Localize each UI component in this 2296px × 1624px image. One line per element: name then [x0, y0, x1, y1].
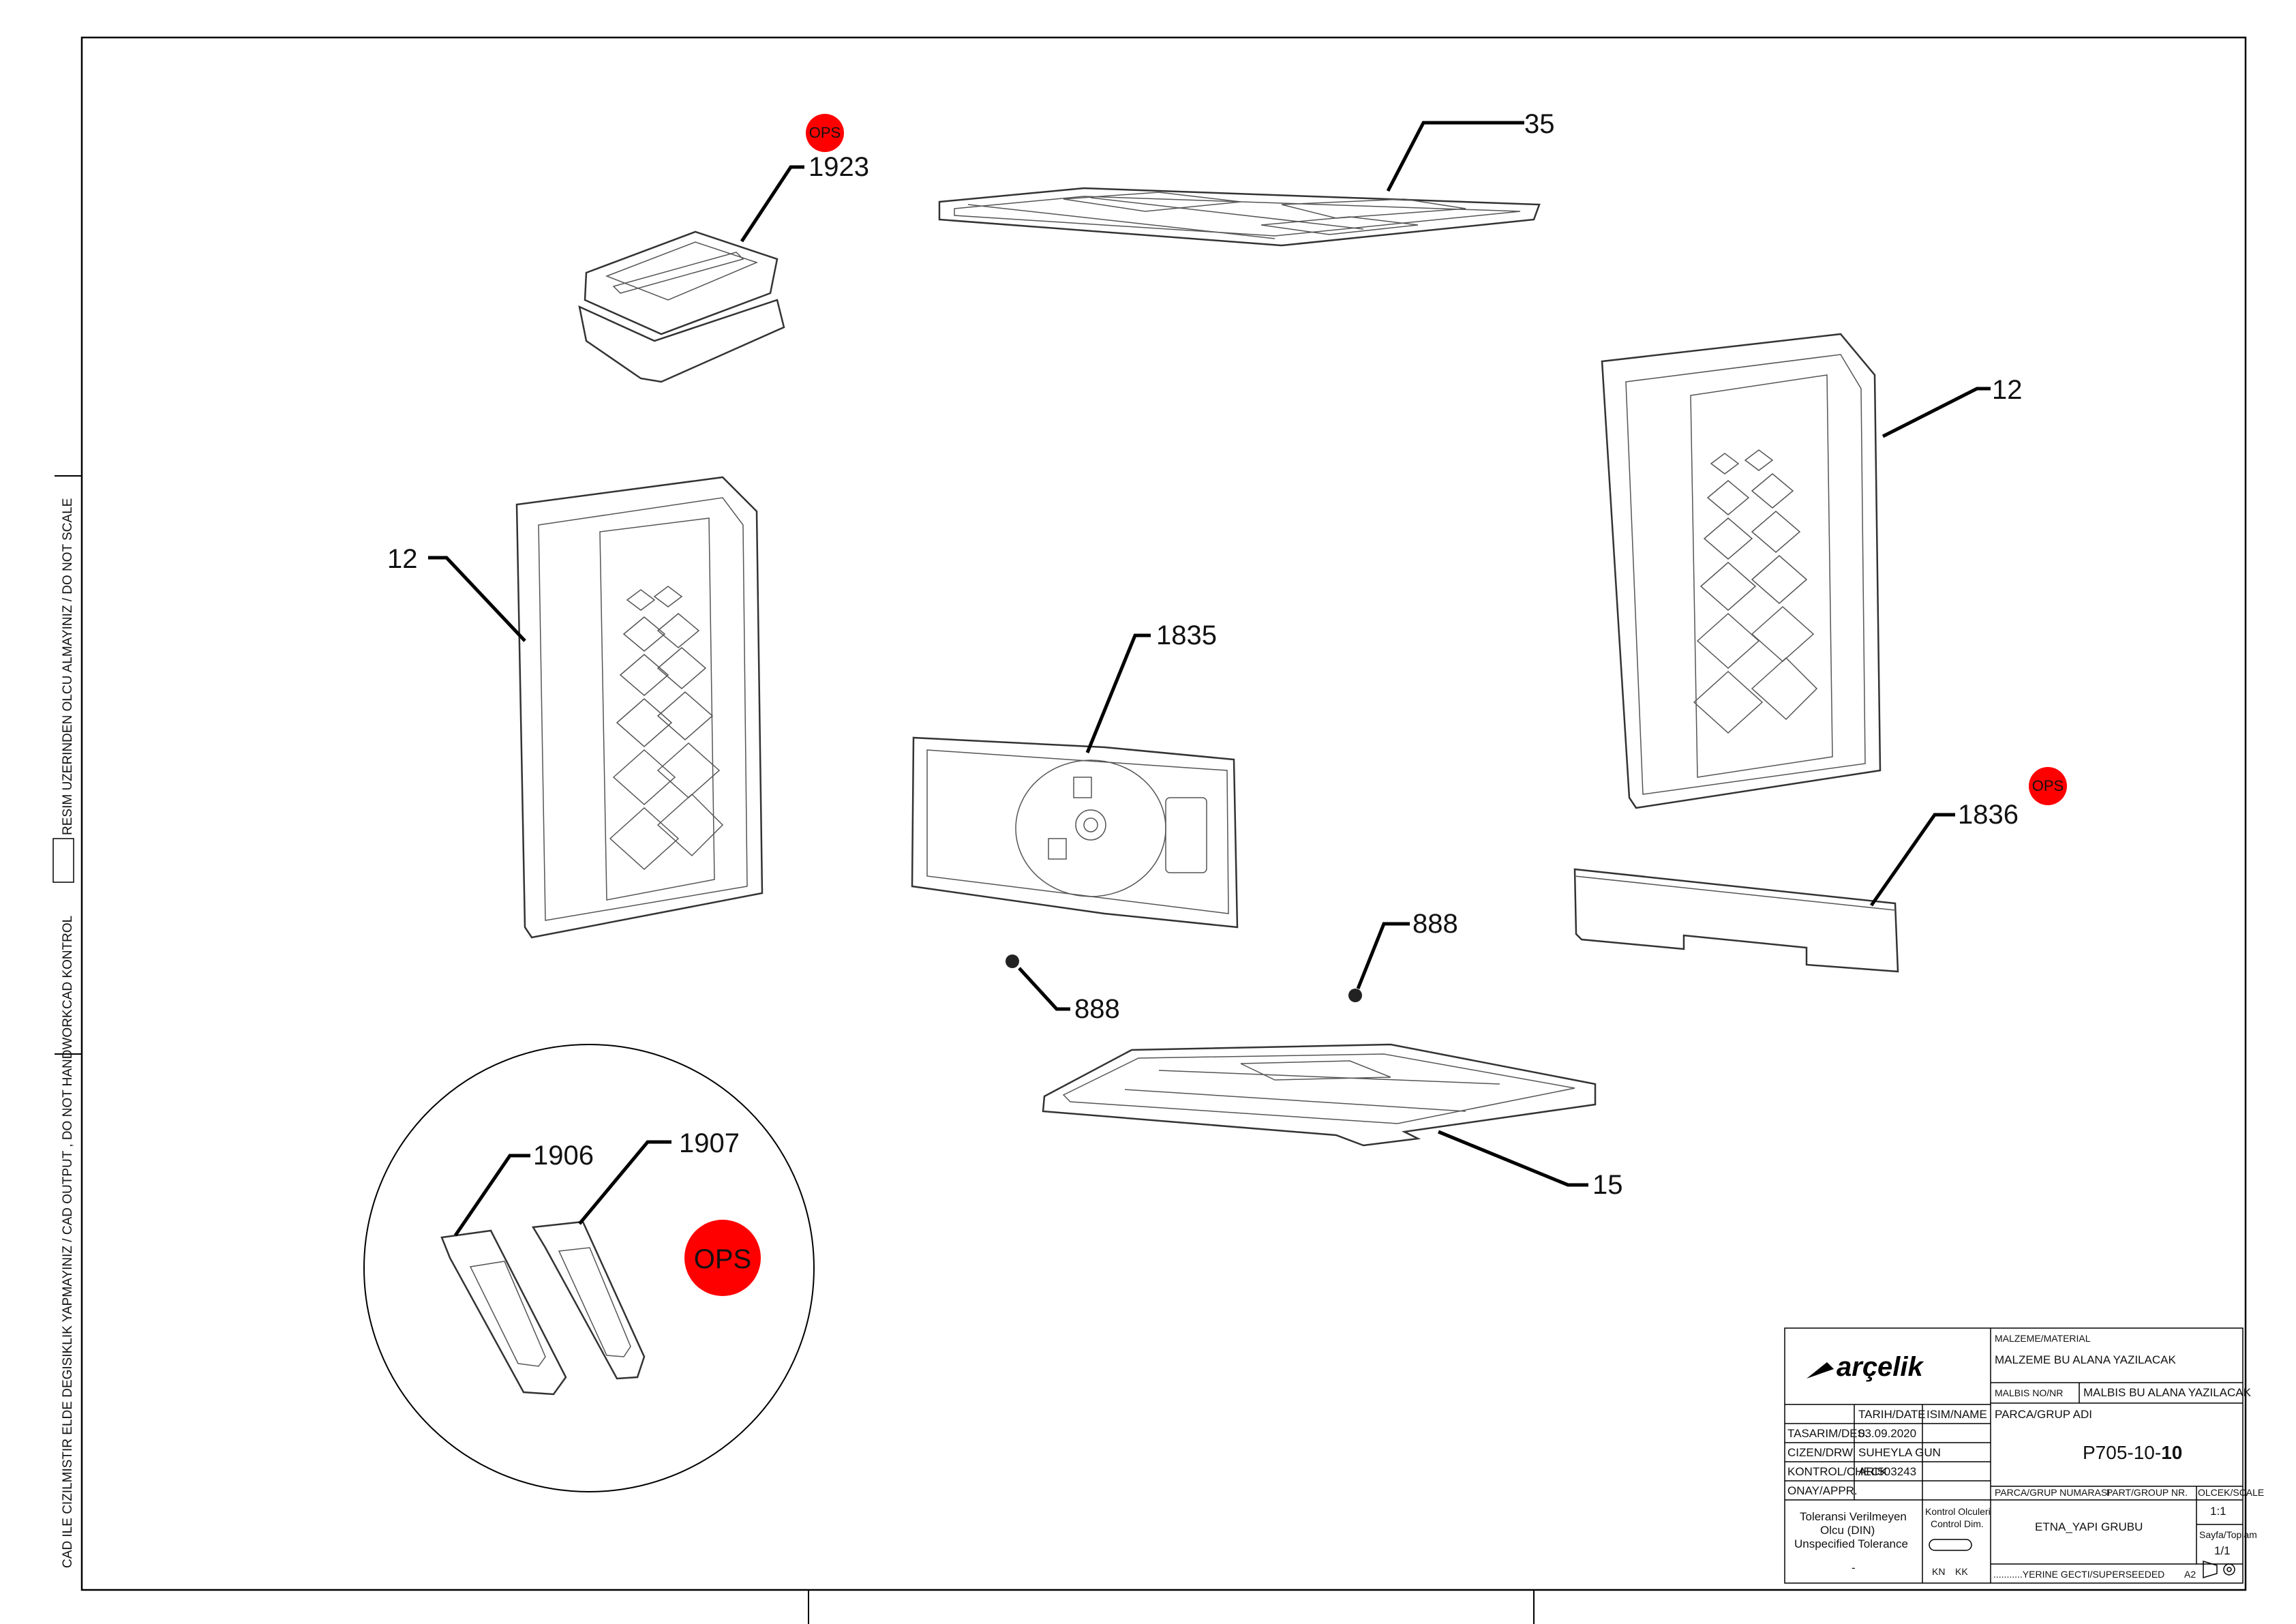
arcelik-logo: arçelik: [1807, 1352, 1924, 1382]
drawing-border: [80, 36, 2247, 1591]
tb-design-label: TASARIM/DES.: [1787, 1427, 1869, 1440]
tb-group-name: ETNA_YAPI GRUBU: [2035, 1520, 2143, 1533]
callout-15: 15: [1592, 1170, 1623, 1200]
tb-control-1: Kontrol Olculeri: [1925, 1506, 1991, 1517]
tb-malbis-value: MALBIS BU ALANA YAZILACAK: [2083, 1386, 2252, 1399]
leader-1835: [1085, 633, 1151, 753]
callout-1907: 1907: [679, 1128, 740, 1158]
bracket-1906-part: [440, 1229, 567, 1396]
tb-group-name-label: PARCA/GRUP ADI: [1995, 1408, 2092, 1421]
front-strip-part: [1573, 868, 1899, 973]
tb-part-group-label: PART/GROUP NR.: [2106, 1487, 2188, 1498]
tb-kk: KK: [1955, 1566, 1968, 1577]
side-note-do-not-handwork: CAD ILE CIZILMISTIR ELDE DEGISIKLIK YAPM…: [61, 1009, 75, 1568]
tb-check-label: KONTROL/CHECK: [1787, 1465, 1888, 1478]
leader-888-right: [1356, 922, 1410, 989]
tb-design-date: 03.09.2020: [1858, 1427, 1916, 1440]
tb-group-number-label: PARCA/GRUP NUMARASI: [1995, 1487, 2110, 1498]
leader-12-right: [1882, 387, 1991, 438]
callout-12-left: 12: [387, 544, 418, 574]
detail-circle: [363, 1044, 815, 1492]
tb-check-name: ARI503243: [1858, 1465, 1916, 1478]
callout-888-left: 888: [1074, 994, 1120, 1024]
screw-left-part: [1006, 954, 1019, 968]
leader-15: [1438, 1130, 1588, 1187]
projection-symbol-icon: [2203, 1560, 2235, 1579]
right-side-wall-part: [1601, 333, 1882, 809]
tb-kn: KN: [1932, 1566, 1945, 1577]
leader-12-left: [428, 556, 526, 642]
left-side-wall-part: [515, 476, 764, 939]
callout-35: 35: [1524, 109, 1555, 139]
tb-scale-value: 1:1: [2210, 1505, 2226, 1518]
bottom-panel-part: [1042, 1043, 1597, 1147]
tb-drawn-name: SUHEYLA GUN: [1858, 1446, 1941, 1459]
tb-date-header: TARIH/DATE: [1858, 1408, 1926, 1421]
tb-part-number: P705-10-10: [2083, 1442, 2182, 1463]
tb-malbis-label: MALBIS NO/NR: [1995, 1387, 2063, 1398]
tb-control-2: Control Dim.: [1931, 1518, 1984, 1529]
tb-superseded: ...........YERINE GECTI/SUPERSEEDED: [1993, 1569, 2164, 1580]
tb-tolerance-1: Toleransi Verilmeyen: [1800, 1510, 1907, 1523]
tb-sheet-label: Sayfa/Toplam: [2199, 1529, 2257, 1540]
ops-badge-1923: [806, 114, 844, 152]
ops-badge-brackets-text: OPS: [694, 1244, 751, 1274]
leader-1907: [578, 1140, 671, 1225]
callout-1923: 1923: [809, 152, 869, 182]
tb-material-label: MALZEME/MATERIAL: [1995, 1333, 2091, 1344]
tb-scale-label: OLCEK/SCALE: [2198, 1487, 2264, 1498]
ops-badge-1923-text: OPS: [809, 124, 841, 141]
callout-1835: 1835: [1156, 620, 1217, 650]
ops-badge-1836: [2029, 767, 2067, 805]
ops-badge-brackets: [684, 1220, 761, 1296]
leader-35: [1386, 121, 1524, 192]
callout-1906: 1906: [533, 1141, 594, 1171]
callout-888-right: 888: [1413, 909, 1458, 939]
top-panel-part: [938, 187, 1541, 247]
leader-1836: [1869, 813, 1955, 907]
leader-1923: [740, 165, 804, 243]
leader-888-left: [1018, 967, 1070, 1011]
tb-tolerance-3: Unspecified Tolerance: [1794, 1537, 1908, 1550]
tb-tolerance-2: Olcu (DIN): [1820, 1524, 1875, 1537]
side-note-cad-kontrol: CAD KONTROL: [61, 916, 75, 1009]
arcelik-logo-text: arçelik: [1837, 1352, 1924, 1382]
screw-right-part: [1348, 989, 1362, 1002]
tb-approval-label: ONAY/APPR.: [1787, 1484, 1858, 1497]
tb-drawn-label: CIZEN/DRW: [1787, 1446, 1853, 1459]
callout-1836: 1836: [1958, 800, 2019, 830]
tb-sheet-value: 1/1: [2214, 1544, 2231, 1557]
back-panel-part: [911, 736, 1239, 929]
callout-12-right: 12: [1992, 375, 2023, 405]
title-block: [1784, 1327, 2244, 1584]
leader-1906: [453, 1154, 530, 1237]
small-cover-part: [578, 230, 785, 383]
tb-material-value: MALZEME BU ALANA YAZILACAK: [1995, 1353, 2176, 1366]
ops-badge-1836-text: OPS: [2032, 777, 2064, 794]
side-note-do-not-scale: RESIM UZERINDEN OLCU ALMAYINIZ / DO NOT …: [61, 498, 75, 835]
tb-paper-size: A2: [2184, 1569, 2196, 1580]
tb-tolerance-dash: -: [1852, 1561, 1856, 1574]
tb-name-header: ISIM/NAME: [1927, 1408, 1987, 1421]
